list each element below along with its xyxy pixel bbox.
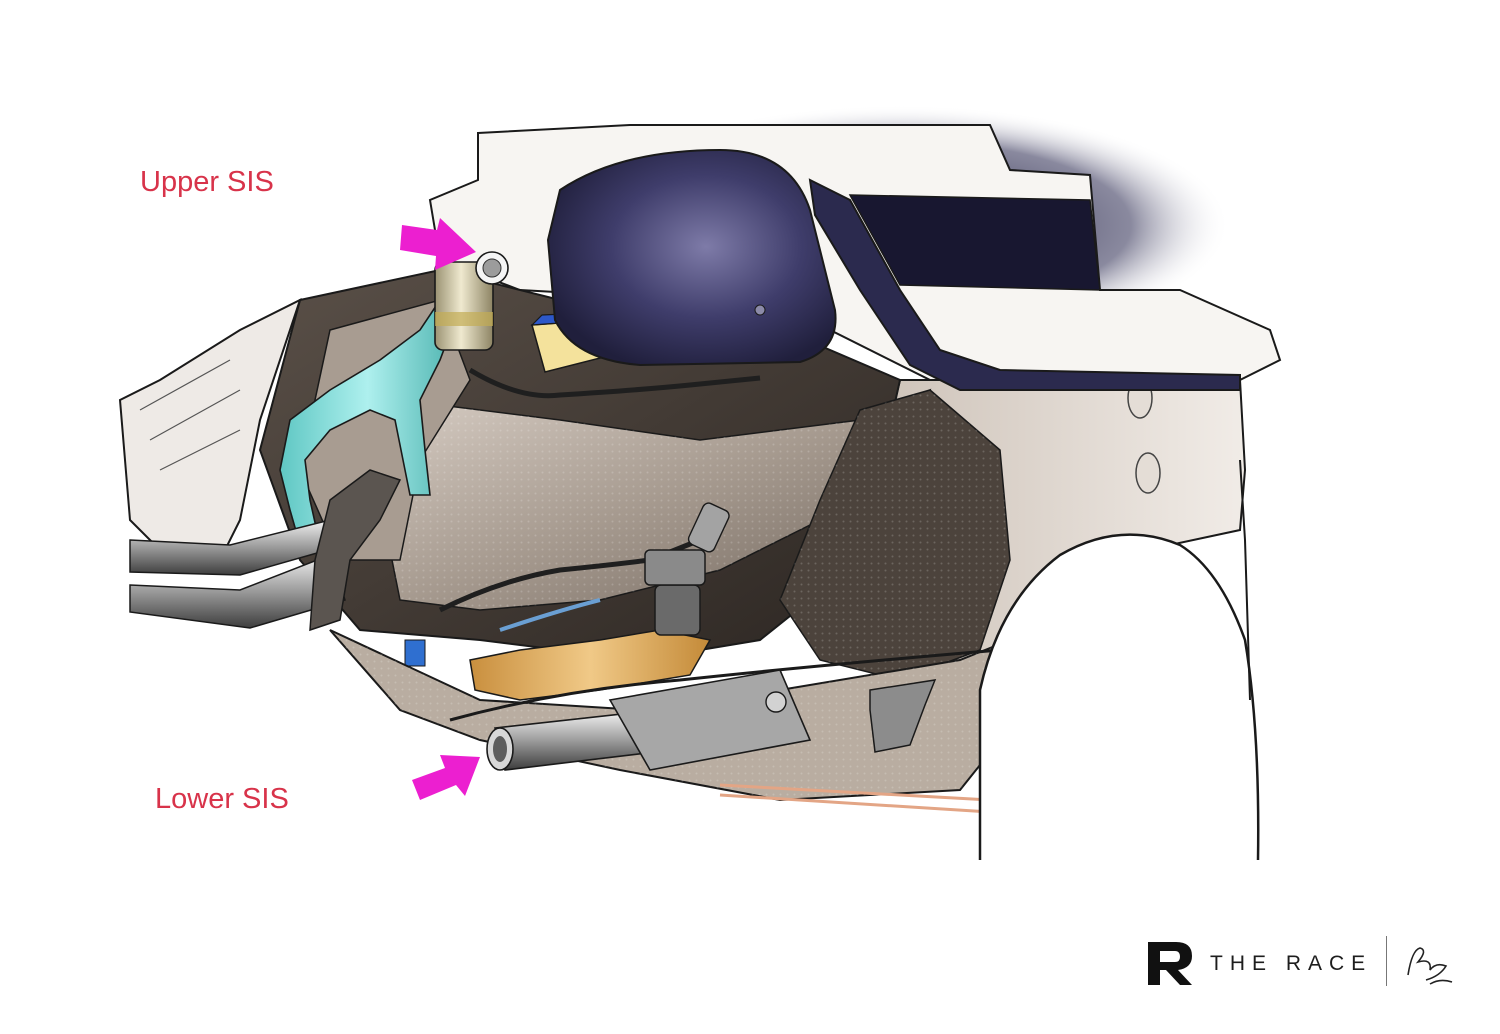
front-wheel-outline: [978, 533, 1260, 861]
upper-hose: [468, 367, 761, 399]
upper-sis-label: Upper SIS: [140, 166, 274, 198]
body-right-edge: [1239, 459, 1251, 701]
panel-hole-lower: [1135, 452, 1161, 494]
lower-sis-label: Lower SIS: [155, 783, 289, 815]
front-bulkhead-lines: [139, 359, 241, 471]
right-cavity-texture: [780, 390, 1010, 680]
sensor: [687, 502, 730, 553]
bolt: [765, 691, 787, 713]
damper-unit: [644, 549, 706, 636]
brand-name: THE RACE: [1210, 952, 1373, 975]
brand-footer: THE RACE: [1148, 936, 1468, 996]
artist-signature-icon: [1407, 947, 1453, 985]
r-logo-icon: [1148, 942, 1192, 985]
under-rods: [719, 783, 991, 814]
nose-cone: [546, 148, 1241, 391]
fuel-line: [469, 629, 712, 701]
front-pipes: [129, 469, 402, 632]
front-bulkhead: [118, 298, 302, 561]
brand-divider: [1386, 936, 1387, 986]
blue-line: [499, 598, 601, 632]
upper-sis-arrow: [400, 218, 476, 270]
bracket: [869, 679, 937, 753]
lower-sis-arrow: [412, 755, 480, 800]
lower-harness: [438, 537, 701, 613]
blue-bracket: [404, 639, 426, 667]
floor-edge: [449, 648, 1001, 722]
floor-dot-texture: [380, 390, 930, 610]
cooling-duct: [279, 298, 456, 546]
lower-box: [608, 669, 812, 771]
upper-sis-canister: [434, 251, 509, 351]
